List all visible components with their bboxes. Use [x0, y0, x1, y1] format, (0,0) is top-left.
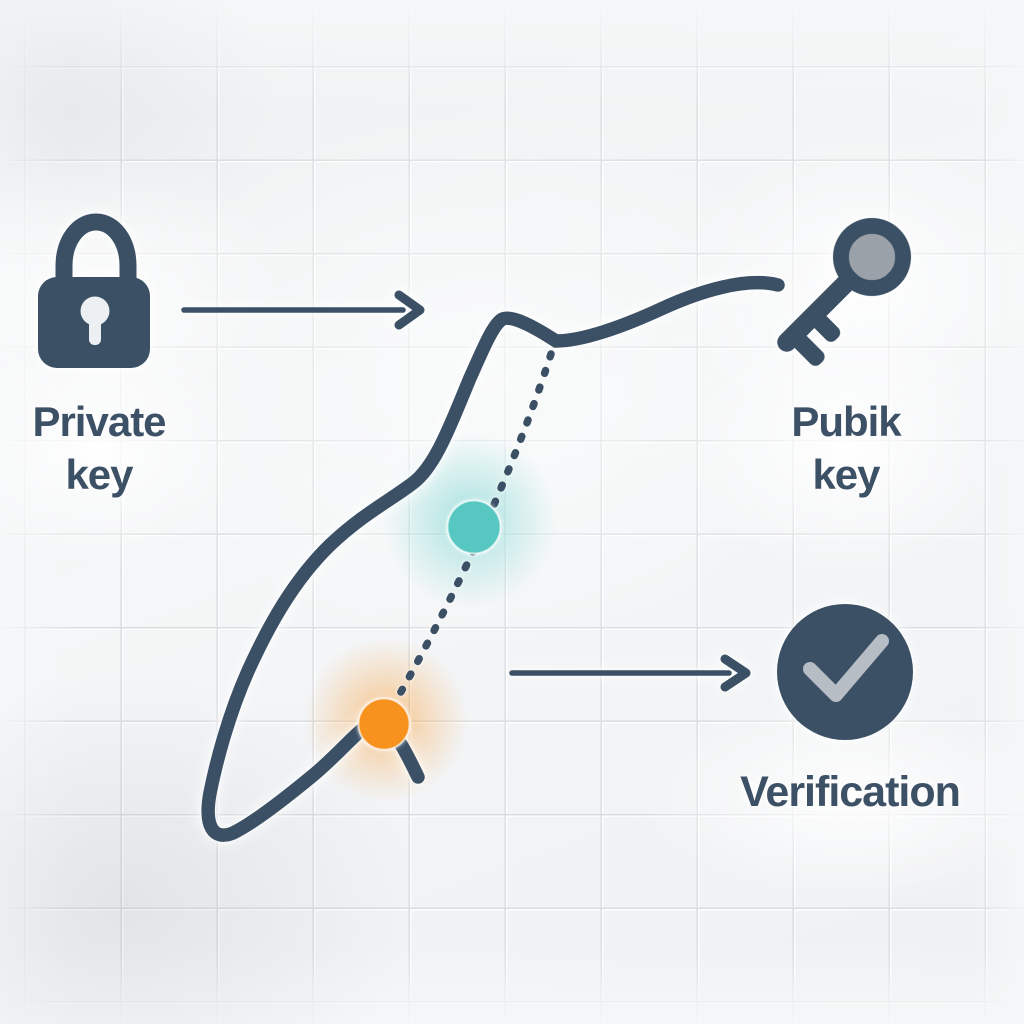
private-key-label-line1: Private	[32, 398, 166, 445]
keyhole-stem	[89, 316, 101, 345]
teal-point	[446, 499, 502, 555]
private-key-label-line2: key	[65, 451, 133, 498]
public-key-label-line1: Pubik	[791, 398, 901, 445]
key-icon	[777, 218, 912, 366]
verification-label-line1: Verification	[740, 768, 961, 816]
check-circle-icon	[777, 604, 913, 740]
keyhole-circle	[80, 296, 110, 326]
key-shaft	[777, 271, 858, 352]
public-key-label-line2: key	[812, 451, 880, 498]
elliptic-curve	[201, 276, 785, 842]
arrow-head-icon	[394, 290, 425, 330]
check-mark	[803, 634, 889, 702]
check-circle	[777, 604, 913, 740]
verification-label: Verification	[700, 766, 1000, 819]
key-ring-center	[849, 234, 896, 280]
orange-point	[357, 697, 411, 751]
arrow-to-verification-icon	[509, 654, 751, 692]
private-key-label: Private key	[2, 395, 196, 501]
key-tooth	[792, 333, 825, 366]
arrow-head-icon	[720, 654, 751, 692]
arrow-private-to-public-icon	[181, 290, 425, 330]
key-tooth	[811, 313, 841, 342]
lock-icon	[38, 213, 150, 368]
public-key-label: Pubik key	[749, 395, 943, 501]
lock-shackle	[55, 213, 137, 291]
